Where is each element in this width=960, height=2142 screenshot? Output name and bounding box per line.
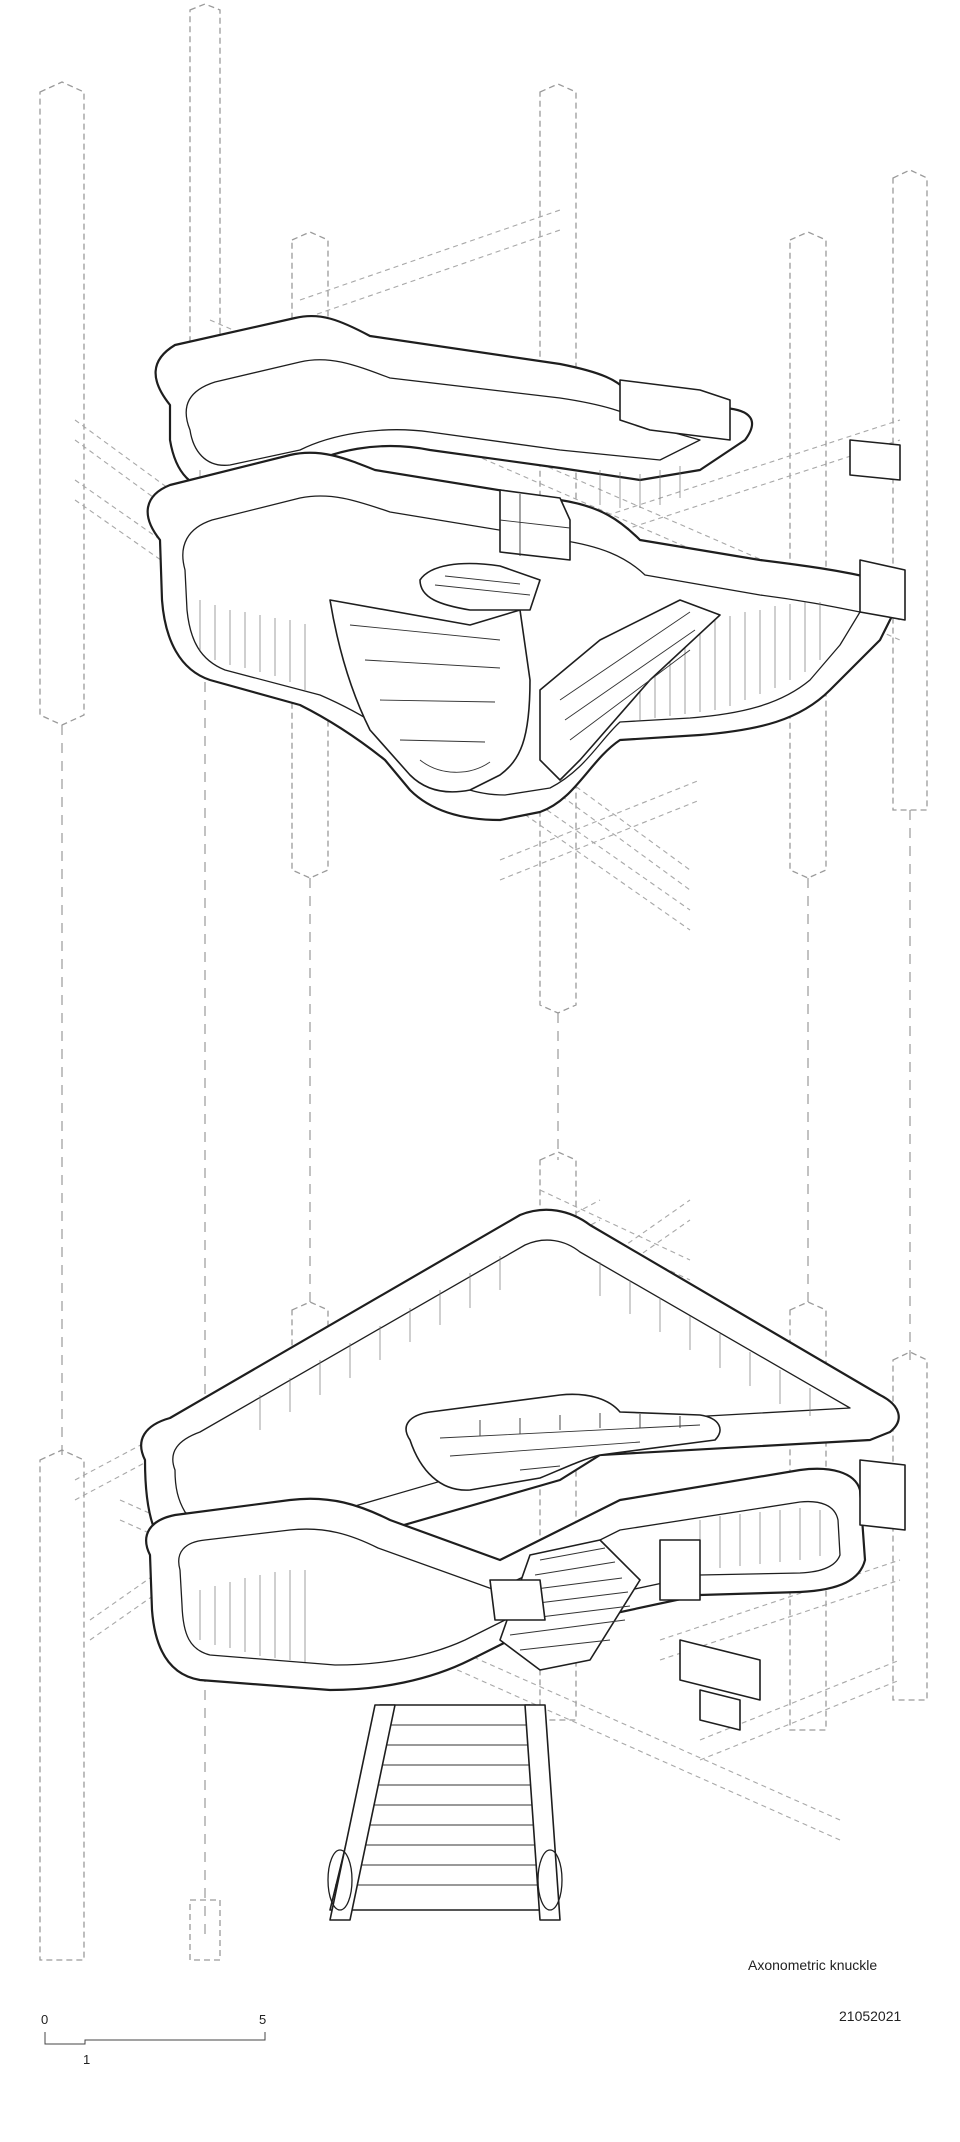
scale-label-zero: 0 [41, 2012, 49, 2027]
lower-knuckle [140, 1208, 906, 1921]
scale-bar [44, 2032, 266, 2045]
drawing-date: 21052021 [839, 2008, 902, 2024]
upper-knuckle [146, 314, 906, 822]
scale-label-five: 5 [259, 2012, 267, 2027]
drawing-title: Axonometric knuckle [748, 1957, 878, 1973]
scale-label-one: 1 [83, 2052, 91, 2067]
